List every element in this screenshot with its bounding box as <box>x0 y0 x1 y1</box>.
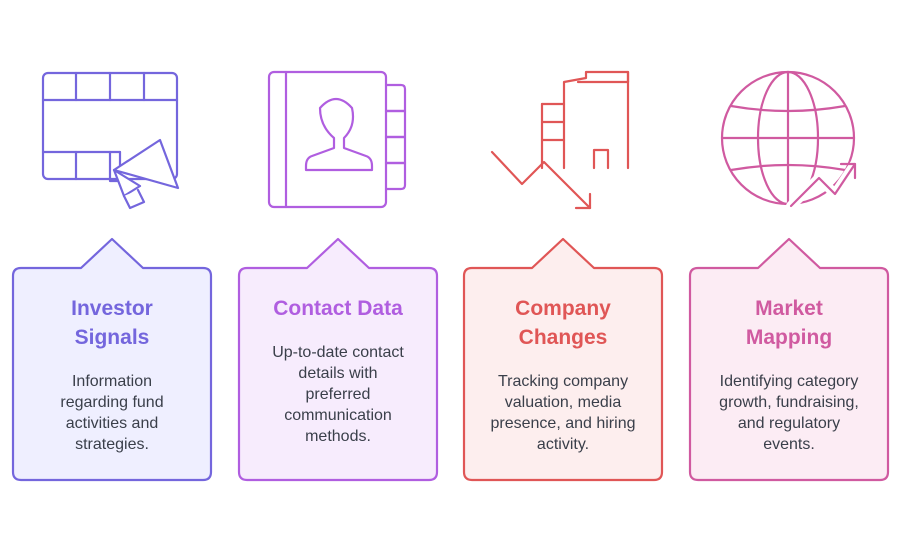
contact-data-icon-wrap <box>258 60 428 220</box>
card-title-line: Company <box>515 297 611 320</box>
company-changes-content: Company Changes Tracking company valuati… <box>474 294 652 455</box>
card-title-line: Mapping <box>745 326 833 349</box>
contact-data-content: Contact Data Up-to-date contact details … <box>249 294 427 447</box>
card-description-line: regarding fund <box>60 394 164 411</box>
card-description-line: activity. <box>536 436 590 453</box>
card-title: Company Changes <box>474 294 652 352</box>
card-title-line: Investor <box>71 297 153 320</box>
card-description-line: methods. <box>305 428 371 445</box>
investor-signals-callout-shape <box>11 237 213 482</box>
contact-book-icon <box>267 70 407 209</box>
contact-data-callout-shape <box>237 237 439 482</box>
market-mapping-card: Market Mapping Identifying category grow… <box>688 236 890 482</box>
card-title: Contact Data <box>249 294 427 323</box>
card-title-line: Contact Data <box>273 297 403 320</box>
contact-data-card: Contact Data Up-to-date contact details … <box>237 236 439 482</box>
card-description-line: events. <box>763 436 815 453</box>
market-mapping-content: Market Mapping Identifying category grow… <box>700 294 878 455</box>
card-description-line: valuation, media <box>504 394 622 411</box>
building-trend-icon <box>490 70 630 210</box>
company-changes-icon-wrap <box>482 60 652 220</box>
market-mapping-callout-shape <box>688 237 890 482</box>
investor-signals-content: Investor Signals Information regarding f… <box>23 294 201 455</box>
card-title-line: Signals <box>74 326 150 349</box>
card-description-line: strategies. <box>75 436 149 453</box>
card-description-line: details with <box>298 365 378 382</box>
card-description: Identifying category growth, fundraising… <box>700 371 878 455</box>
investor-signals-card: Investor Signals Information regarding f… <box>11 236 213 482</box>
card-description-line: activities and <box>65 415 159 432</box>
card-description-line: presence, and hiring <box>490 415 636 432</box>
card-description-line: Identifying category <box>719 373 859 390</box>
card-description-line: growth, fundraising, <box>719 394 859 411</box>
card-title: Investor Signals <box>23 294 201 352</box>
card-description-line: and regulatory <box>737 415 841 432</box>
card-description: Information regarding fund activities an… <box>23 371 201 455</box>
investor-signals-icon-wrap <box>32 60 202 220</box>
card-description-line: Up-to-date contact <box>272 344 404 361</box>
card-description-line: preferred <box>305 386 371 403</box>
card-title: Market Mapping <box>700 294 878 352</box>
company-changes-card: Company Changes Tracking company valuati… <box>462 236 664 482</box>
calendar-megaphone-icon <box>41 71 180 210</box>
card-description-line: Tracking company <box>497 373 629 390</box>
card-description: Tracking company valuation, media presen… <box>474 371 652 455</box>
card-description: Up-to-date contact details with preferre… <box>249 342 427 447</box>
card-description-line: communication <box>284 407 392 424</box>
globe-growth-icon <box>720 70 860 211</box>
card-title-line: Changes <box>518 326 608 349</box>
company-changes-callout-shape <box>462 237 664 482</box>
market-mapping-icon-wrap <box>707 60 877 220</box>
card-description-line: Information <box>71 373 153 390</box>
card-title-line: Market <box>755 297 823 320</box>
